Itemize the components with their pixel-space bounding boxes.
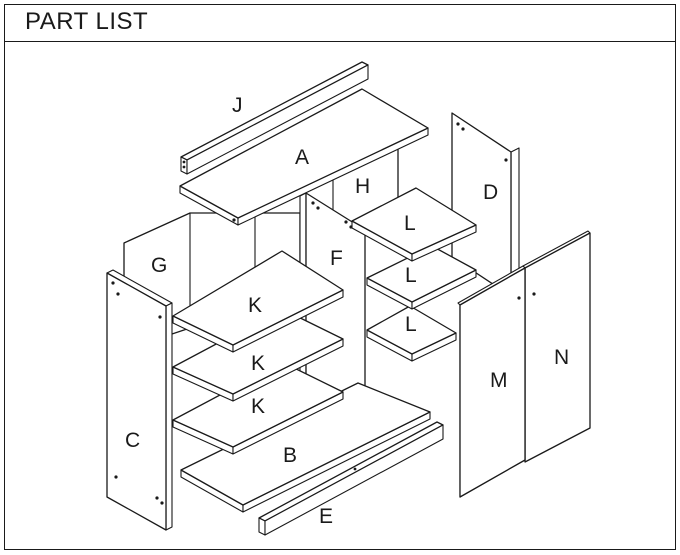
label-j: J: [232, 94, 243, 117]
panel-a: [179, 88, 429, 226]
label-k-2: K: [251, 352, 265, 375]
door-m: [457, 265, 526, 498]
label-k-1: K: [248, 294, 262, 317]
panel-d: [451, 112, 520, 297]
label-c: C: [125, 429, 140, 452]
door-n: [522, 230, 591, 463]
shelf-k-3: [172, 361, 344, 455]
panel-b: [180, 382, 431, 513]
label-l-3: L: [405, 313, 417, 336]
label-e: E: [319, 505, 333, 528]
label-h: H: [355, 175, 370, 198]
shelf-k-2: [172, 308, 344, 402]
label-m: M: [490, 369, 508, 392]
label-d: D: [483, 181, 498, 204]
rail-e: [258, 421, 444, 536]
label-n: N: [554, 346, 569, 369]
shelf-k-1: [172, 250, 344, 353]
shelf-l-3: [366, 305, 457, 362]
label-k-3: K: [251, 395, 265, 418]
label-l-1: L: [404, 212, 416, 235]
rail-j: [180, 61, 369, 175]
label-g: G: [151, 254, 167, 277]
label-l-2: L: [405, 264, 417, 287]
label-a: A: [295, 146, 309, 169]
shelf-l-2: [366, 245, 477, 310]
panel-c: [106, 269, 173, 531]
label-b: B: [283, 444, 297, 467]
header-bar: PART LIST: [5, 5, 675, 42]
shelf-l-1: [351, 187, 477, 262]
page-title: PART LIST: [25, 8, 149, 35]
label-f: F: [330, 247, 343, 270]
